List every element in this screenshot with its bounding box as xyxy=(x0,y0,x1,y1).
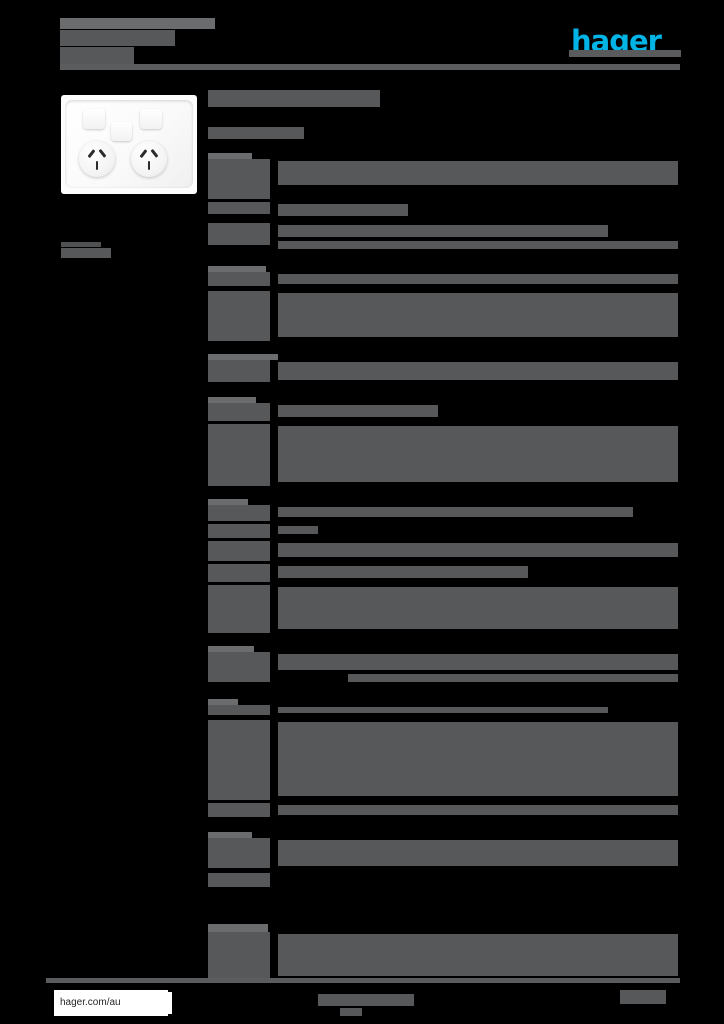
section-heading-6 xyxy=(208,646,254,652)
row-label-2-1 xyxy=(208,272,270,286)
section-heading-9 xyxy=(208,924,268,932)
row-value-1-1-1 xyxy=(278,161,678,185)
row-label-2-2 xyxy=(208,291,270,341)
row-value-7-2-1 xyxy=(278,722,678,796)
row-value-5-1-1 xyxy=(278,507,633,517)
document-title-line-1 xyxy=(60,18,215,29)
page-title xyxy=(208,90,380,107)
row-label-6-1 xyxy=(208,652,270,682)
row-label-4-1 xyxy=(208,403,270,421)
row-label-7-2 xyxy=(208,720,270,800)
row-value-1-2-1 xyxy=(278,204,408,216)
section-heading-8 xyxy=(208,832,252,838)
socket-left-icon xyxy=(79,141,115,177)
row-label-1-2 xyxy=(208,202,270,214)
footer-right-bar xyxy=(620,990,666,1004)
section-heading-2 xyxy=(208,266,266,272)
document-title-line-3 xyxy=(60,47,134,64)
row-value-7-3-1 xyxy=(278,805,678,815)
row-value-7-1-1 xyxy=(278,707,608,713)
rocker-switch-left-icon xyxy=(83,109,105,129)
specification-table xyxy=(208,90,683,993)
sidebar-note xyxy=(61,242,121,259)
footer-divider xyxy=(46,978,680,983)
row-label-5-3 xyxy=(208,541,270,561)
sidebar-note-line-2 xyxy=(61,248,111,258)
page-subtitle xyxy=(208,127,304,139)
page-header: hager xyxy=(0,0,724,70)
row-value-5-2-1 xyxy=(278,526,318,534)
footer-center-bar-small xyxy=(340,1008,362,1016)
row-value-9-1-1 xyxy=(278,934,678,976)
section-heading-1 xyxy=(208,153,252,159)
row-value-8-1-1 xyxy=(278,840,678,866)
row-label-7-3 xyxy=(208,803,270,817)
row-label-8-1 xyxy=(208,838,270,868)
row-label-5-1 xyxy=(208,505,270,521)
row-value-4-2-1 xyxy=(278,426,678,482)
footer-url[interactable]: hager.com/au xyxy=(56,992,172,1014)
row-label-1-3 xyxy=(208,223,270,245)
row-value-2-2-1 xyxy=(278,293,678,337)
row-label-1-1 xyxy=(208,159,270,199)
footer-center-bar xyxy=(318,994,414,1006)
row-label-8-2 xyxy=(208,873,270,887)
row-value-5-4-1 xyxy=(278,566,528,578)
row-value-6-1-1 xyxy=(278,654,678,670)
row-label-7-1 xyxy=(208,705,270,715)
rocker-switch-center-icon xyxy=(111,122,132,141)
row-value-5-3-1 xyxy=(278,543,678,557)
row-value-1-3-2 xyxy=(278,241,678,249)
section-heading-3 xyxy=(208,354,278,360)
row-label-9-1 xyxy=(208,932,270,978)
row-value-4-1-1 xyxy=(278,405,438,417)
logo-underline-bar xyxy=(569,50,681,57)
section-heading-7 xyxy=(208,699,238,705)
row-value-2-1-1 xyxy=(278,274,678,284)
row-value-5-5-1 xyxy=(278,587,678,629)
row-label-4-2 xyxy=(208,424,270,486)
socket-right-icon xyxy=(131,141,167,177)
header-divider xyxy=(60,64,680,70)
product-image[interactable] xyxy=(61,95,197,194)
row-label-3-1 xyxy=(208,360,270,382)
row-value-1-3-1 xyxy=(278,225,608,237)
row-value-3-1-1 xyxy=(278,362,678,380)
rocker-switch-right-icon xyxy=(140,109,162,129)
section-heading-4 xyxy=(208,397,256,403)
sidebar-note-line-1 xyxy=(61,242,101,247)
row-label-5-5 xyxy=(208,585,270,633)
row-label-5-4 xyxy=(208,564,270,582)
document-title-block xyxy=(60,18,220,65)
page-footer xyxy=(0,978,724,1024)
row-value-6-1-2 xyxy=(348,674,678,682)
row-label-5-2 xyxy=(208,524,270,538)
outlet-faceplate xyxy=(65,100,193,188)
document-title-line-2 xyxy=(60,30,175,46)
section-heading-5 xyxy=(208,499,248,505)
